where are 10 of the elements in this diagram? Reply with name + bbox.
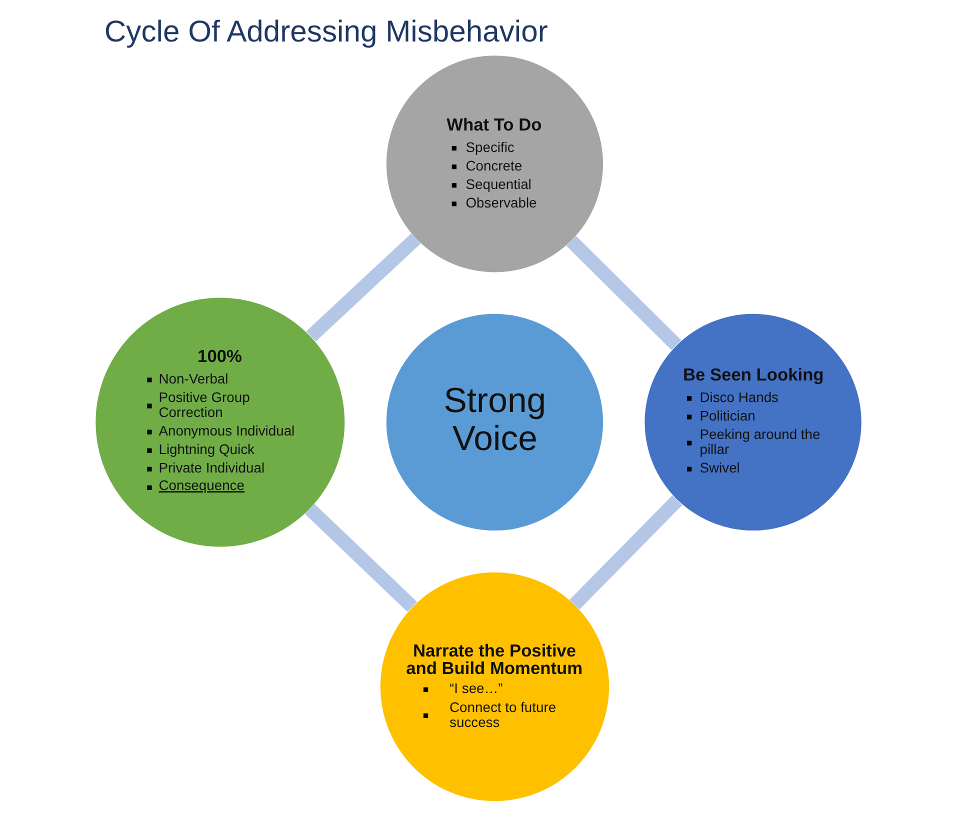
node-circle: Be Seen Looking Disco Hands Politician Peeking around the pillar Swivel [644, 314, 861, 531]
node-circle: What To Do Specific Concrete Sequential Observable [386, 56, 603, 272]
node-circle: Strong Voice [386, 314, 603, 531]
node-circle: Narrate the Positive and Build Momentum “I see…” Connect to future success [380, 572, 609, 802]
connector [566, 236, 681, 350]
node-circle: 100% Non-Verbal Positive Group Correction Anonymous Individual Lightning Quick Private Individual Consequence [95, 298, 344, 547]
connector [304, 504, 417, 612]
connector [306, 233, 420, 342]
diagram-title: Cycle Of Addressing Misbehavior [104, 15, 548, 48]
connector [569, 495, 682, 610]
